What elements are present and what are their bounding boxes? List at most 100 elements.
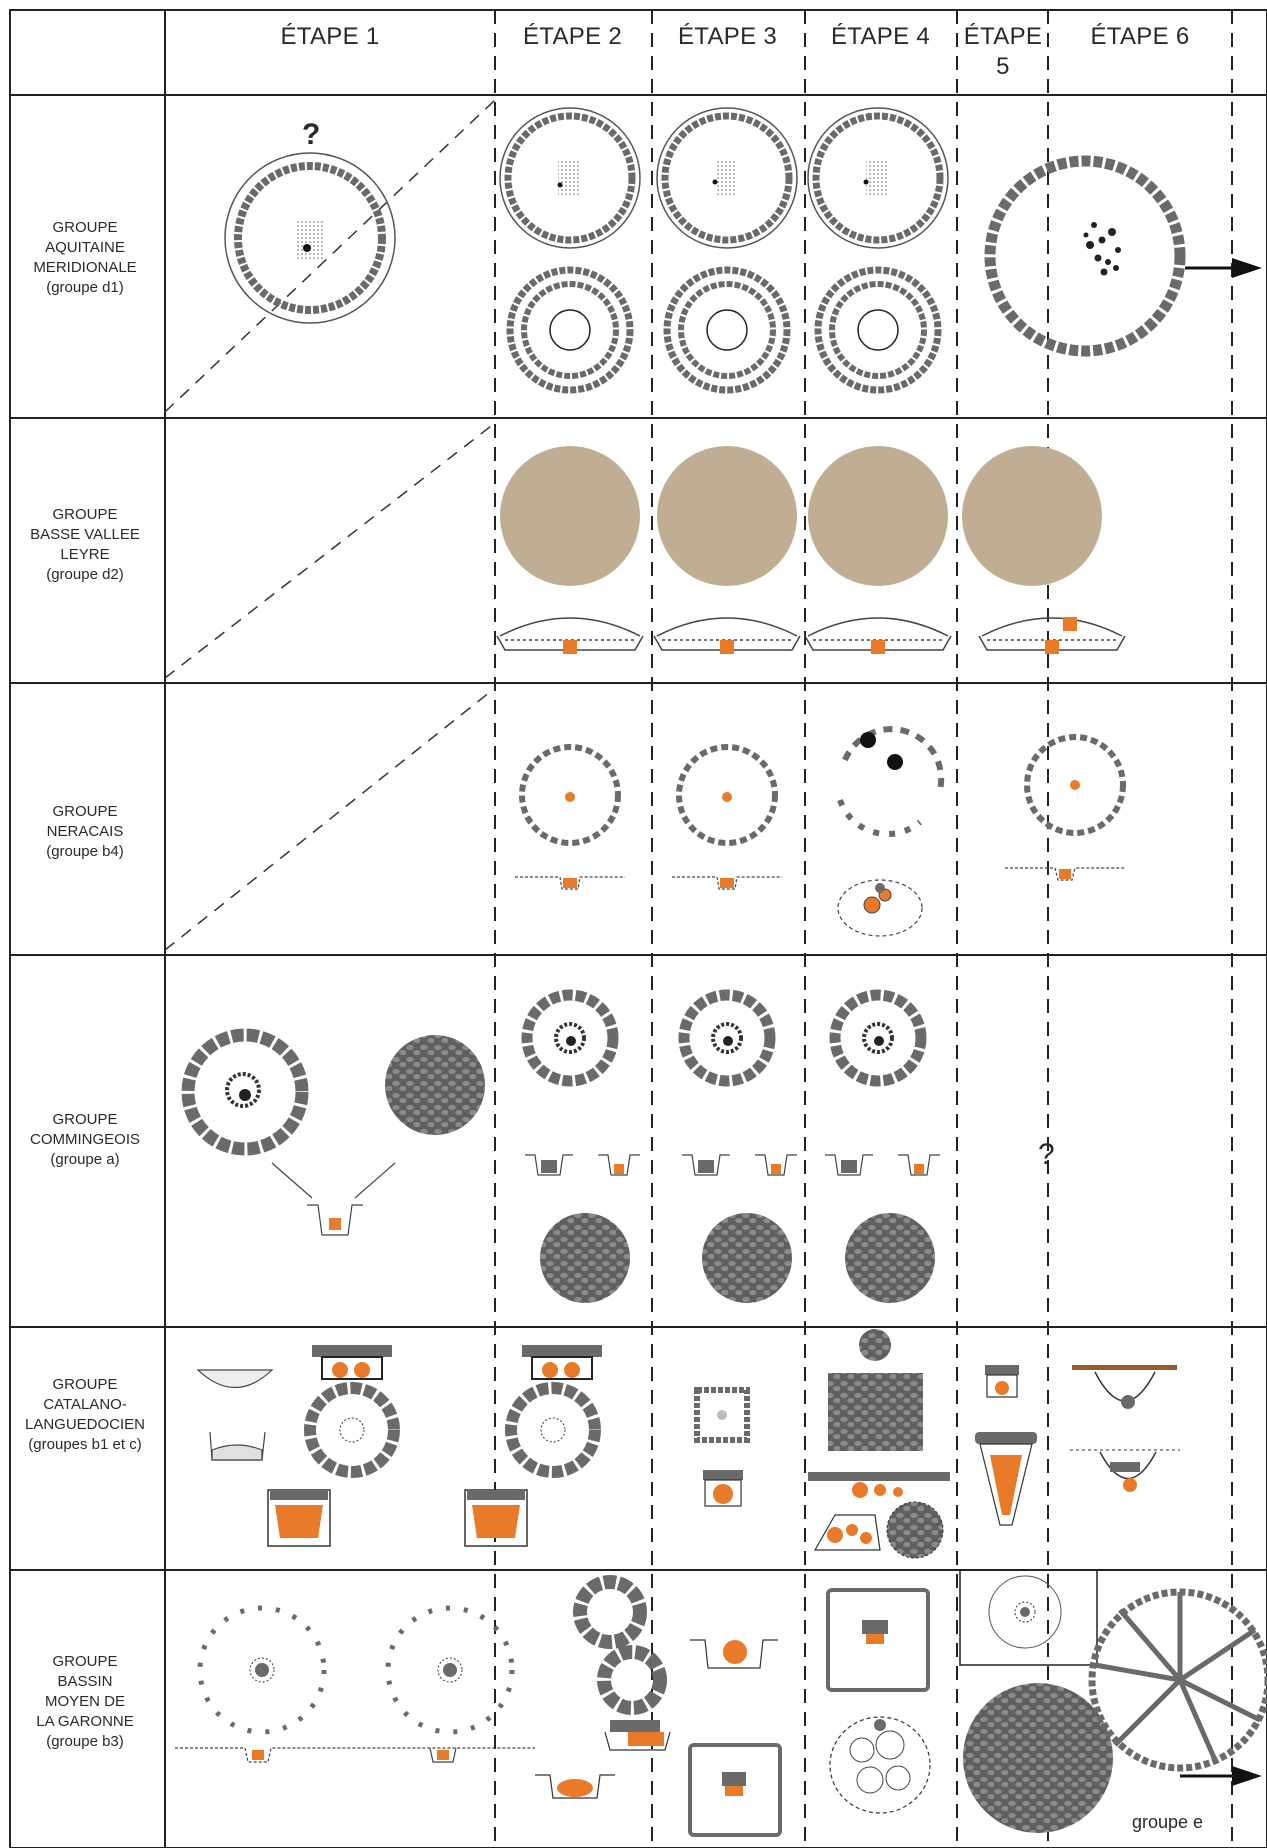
urn-in-cist (703, 1470, 743, 1507)
group-label-line: LANGUEDOCIEN (24, 1416, 146, 1433)
group-label-line: (groupe b3) (46, 1733, 124, 1750)
column-header-etape-4: ÉTAPE 4 (830, 23, 931, 50)
pit-section (535, 1774, 615, 1799)
group-label-line: GROUPE (52, 803, 118, 820)
disturbed-stone-ring (837, 726, 945, 838)
square-cist (694, 1387, 750, 1443)
wooden-cover-pit (1072, 1365, 1177, 1409)
group-label-line: GROUPE (52, 1111, 118, 1128)
vessel-deposit (829, 1716, 931, 1814)
stone-cairn (385, 1035, 485, 1135)
stone-cluster (859, 1329, 891, 1361)
row-garonne-figures (175, 1570, 1267, 1837)
group-label-line: CATALANO- (43, 1396, 127, 1413)
group-label-line: (groupe b4) (46, 843, 124, 860)
group-label-aquitaine: GROUPE AQUITAINE MERIDIONALE (groupe d1) (10, 218, 160, 298)
stone-cairn (702, 1213, 792, 1303)
stone-ring (1024, 734, 1126, 836)
rectangular-enclosure (826, 1588, 930, 1692)
table-grid (9, 9, 1267, 1848)
tumulus-section (653, 617, 801, 654)
tumulus-section (496, 617, 644, 654)
group-label-neracais: GROUPE NERACAIS (groupe b4) (10, 802, 160, 862)
pit-section (196, 1369, 274, 1461)
group-label-commingeois: GROUPE COMMINGEOIS (groupe a) (10, 1110, 160, 1170)
row-leyre-figures (496, 446, 1126, 654)
group-label-line: MOYEN DE (44, 1693, 125, 1710)
double-stone-circle (814, 266, 942, 394)
column-header-etape-6: ÉTAPE 6 (1090, 23, 1190, 50)
pit-section (690, 1639, 778, 1669)
column-header-etape-2: ÉTAPE 2 (522, 23, 623, 50)
cist-section (271, 1162, 396, 1236)
column-header-etape-3: ÉTAPE 3 (677, 23, 778, 50)
stone-ring (676, 744, 778, 846)
group-label-line: BASSE VALLEE (30, 526, 140, 543)
double-stone-circle (663, 266, 791, 394)
cist-with-urns (522, 1345, 602, 1380)
stone-circle-with-cist (829, 989, 927, 1087)
group-label-garonne: GROUPE BASSIN MOYEN DE LA GARONNE (group… (10, 1652, 160, 1752)
group-label-line: MERIDIONALE (33, 259, 137, 276)
urn-in-pit (985, 1365, 1019, 1398)
group-label-catalano: GROUPE CATALANO- LANGUEDOCIEN (groupes b… (10, 1375, 160, 1455)
double-stone-circle (506, 266, 634, 394)
group-label-line: AQUITAINE (45, 239, 125, 256)
stone-circle-with-cist (678, 989, 776, 1087)
row-neracais-figures (515, 726, 1126, 937)
group-label-line: LA GARONNE (36, 1713, 134, 1730)
stone-cairn (963, 1683, 1113, 1833)
deposit-pit (837, 879, 923, 937)
continuation-arrow (1185, 258, 1262, 278)
tumulus-section (978, 617, 1126, 654)
urn-row-section (808, 1472, 950, 1498)
stone-cairn (886, 1501, 944, 1559)
stone-ring (197, 1605, 327, 1735)
tumulus-plan (962, 446, 1102, 586)
uncertain-question-mark: ? (302, 118, 321, 151)
continuation-arrow (1180, 1766, 1262, 1786)
stone-cairn (845, 1213, 935, 1303)
group-label-line: LEYRE (60, 546, 110, 563)
group-label-line: (groupe a) (50, 1151, 120, 1168)
stone-circle-enclosure (224, 152, 396, 324)
stone-cairn (540, 1213, 630, 1303)
tumulus-plan (500, 446, 640, 586)
large-stone-circle (984, 155, 1186, 357)
rectangular-enclosure (688, 1743, 782, 1837)
group-label-line: NERACAIS (46, 823, 124, 840)
stone-ring (385, 1605, 515, 1735)
conical-urn-pit (975, 1432, 1037, 1526)
column-header-etape-5: ÉTAPE 5 (963, 23, 1043, 80)
group-label-line: GROUPE (52, 1376, 118, 1393)
row-catalano-figures (196, 1329, 1180, 1559)
column-header-etape-1: ÉTAPE 1 (280, 23, 380, 50)
row-commingeois-figures (181, 989, 940, 1303)
stone-ring (597, 1645, 667, 1715)
stone-circle-with-cist (181, 1028, 309, 1156)
inset-plan (959, 1570, 1098, 1666)
uncertain-question-mark: ? (1038, 1138, 1055, 1171)
group-label-line: (groupe d1) (46, 279, 124, 296)
group-label-line: BASSIN (57, 1673, 113, 1690)
group-label-line: GROUPE (52, 1653, 118, 1670)
stone-ring (505, 1382, 601, 1478)
group-label-line: GROUPE (52, 219, 118, 236)
urn-in-cist (267, 1489, 331, 1547)
urn-deposit (813, 1514, 881, 1551)
radial-stone-wheel (1088, 1588, 1267, 1772)
group-label-leyre: GROUPE BASSE VALLEE LEYRE (groupe d2) (10, 505, 160, 585)
group-label-line: (groupes b1 et c) (28, 1436, 142, 1453)
tumulus-plan (657, 446, 797, 586)
stone-circle-enclosure (499, 107, 641, 249)
rectangular-cairn (828, 1373, 923, 1451)
cist-with-urns (312, 1345, 392, 1380)
stone-circle-with-cist (521, 989, 619, 1087)
group-label-line: COMMINGEOIS (29, 1131, 140, 1148)
ring-section (515, 867, 1125, 890)
urn-in-cist (464, 1489, 528, 1547)
row-aquitaine-figures (224, 107, 1262, 394)
tumulus-plan (808, 446, 948, 586)
group-label-line: (groupe d2) (46, 566, 124, 583)
